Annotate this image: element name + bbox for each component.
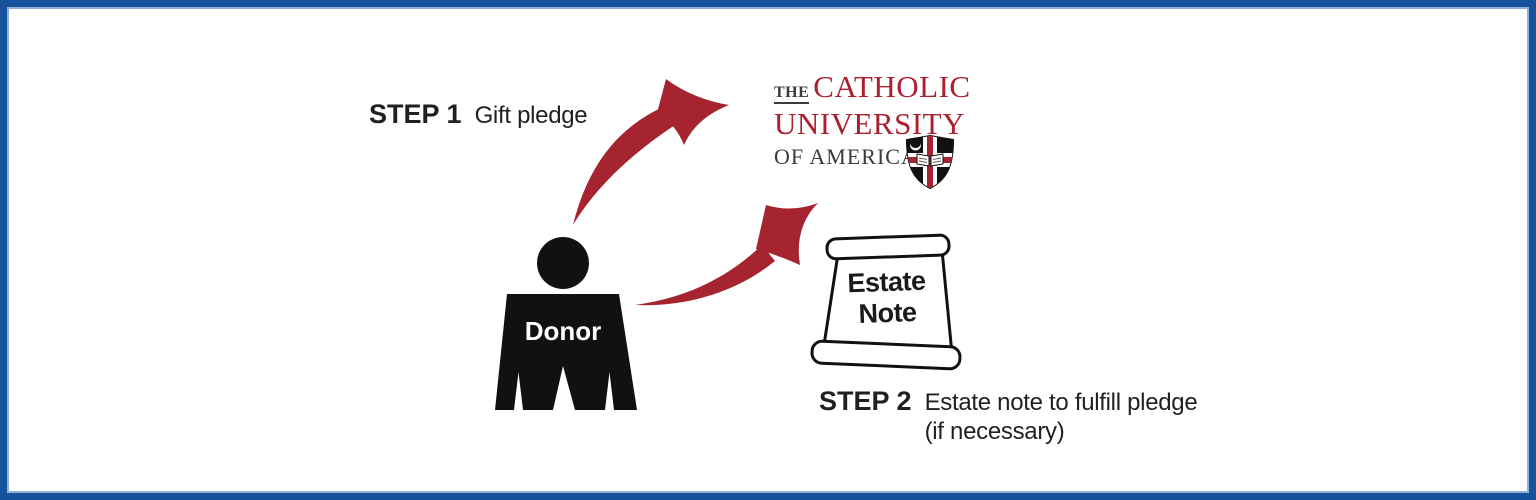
- step2-description-line1: Estate note to fulfill pledge: [924, 389, 1198, 416]
- logo-of-america: OF AMERICA: [774, 144, 918, 169]
- donor-label: Donor: [524, 316, 602, 346]
- step2-arrow-icon: [635, 203, 818, 306]
- step1-label: STEP 1: [369, 99, 462, 129]
- step2-description-line2: (if necessary): [924, 418, 1065, 445]
- donor-icon: [495, 237, 637, 410]
- step1-arrow-icon: [573, 79, 729, 225]
- step2-description: Estate note to fulfill pledge (if necess…: [925, 388, 1198, 446]
- estate-note-line1: Estate: [846, 265, 926, 299]
- logo-catholic: CATHOLIC: [813, 69, 971, 104]
- university-logo: THE CATHOLIC UNIVERSITY OF AMERICA: [774, 71, 971, 168]
- university-shield-icon: [905, 134, 955, 190]
- university-logo-line1: THE CATHOLIC: [774, 71, 971, 104]
- step2-label: STEP 2: [819, 386, 912, 416]
- estate-note-label: Estate Note: [821, 265, 953, 331]
- estate-note-icon: [810, 233, 962, 371]
- step1-caption: STEP 1 Gift pledge: [369, 99, 588, 130]
- estate-note-line2: Note: [858, 296, 918, 329]
- logo-university: UNIVERSITY: [774, 106, 965, 141]
- step2-caption: STEP 2 Estate note to fulfill pledge (if…: [819, 386, 1198, 446]
- logo-the: THE: [774, 85, 810, 104]
- step1-description: Gift pledge: [474, 102, 588, 129]
